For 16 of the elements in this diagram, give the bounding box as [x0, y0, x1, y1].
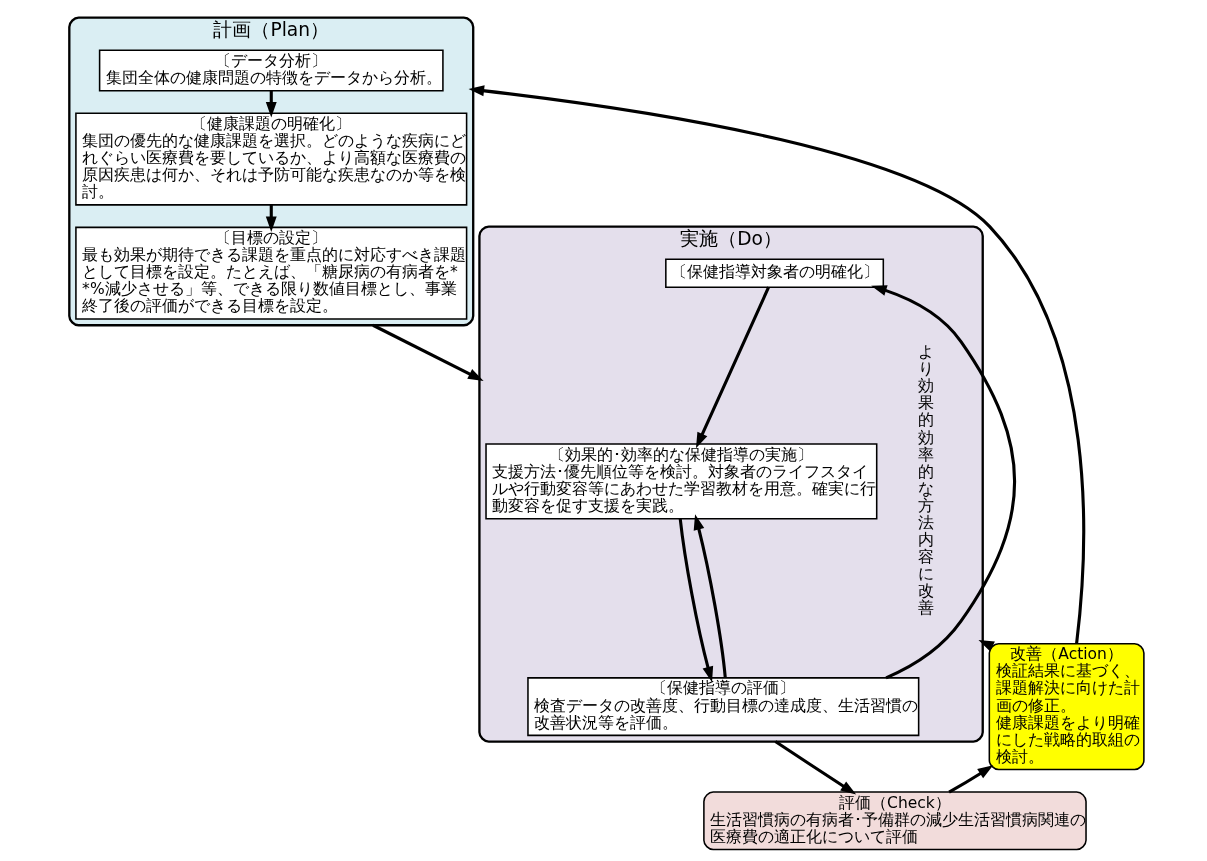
node-box: 〔効果的･効率的な保健指導の実施〕 支援方法･優先順位等を検討。対象者のライフスタイルや行動変容等にあわせた学習教材を用意。確実に行動変容を促す支援を実践。 — [485, 443, 878, 520]
node-box: 〔目標の設定〕 最も効果が期待できる課題を重点的に対応すべき課題として目標を設定。たとえば、「糖尿病の有病者を**%減少させる」等、できる限り数値目標とし、事業終了後の評価ができる目標を設定。 — [75, 226, 468, 320]
arrow — [695, 286, 770, 449]
node-box: 〔保健指導対象者の明確化〕 — [665, 258, 885, 288]
arrow — [948, 765, 994, 794]
arrow — [978, 639, 995, 652]
node-box: 〔保健指導の評価〕 検査データの改善度、行動目標の達成度、生活習慣の改善状況等を評価。 — [527, 677, 920, 737]
arrow — [871, 285, 1017, 680]
arrow — [372, 323, 484, 381]
arrow — [678, 518, 714, 683]
arrow — [468, 85, 1086, 644]
node-box: 〔健康課題の明確化〕 集団の優先的な健康課題を選択。どのような疾病にどれぐらい医療費を要しているか、より高額な医療費の原因疾患は何か、それは予防可能な疾患なのか等を検討。 — [75, 112, 468, 206]
label: より効果的効率的な方法内容に改善 — [918, 343, 935, 618]
arrow — [693, 514, 727, 678]
arrow — [774, 740, 857, 795]
node-box: 〔データ分析〕 集団全体の健康問題の特徴をデータから分析。 — [98, 49, 444, 92]
